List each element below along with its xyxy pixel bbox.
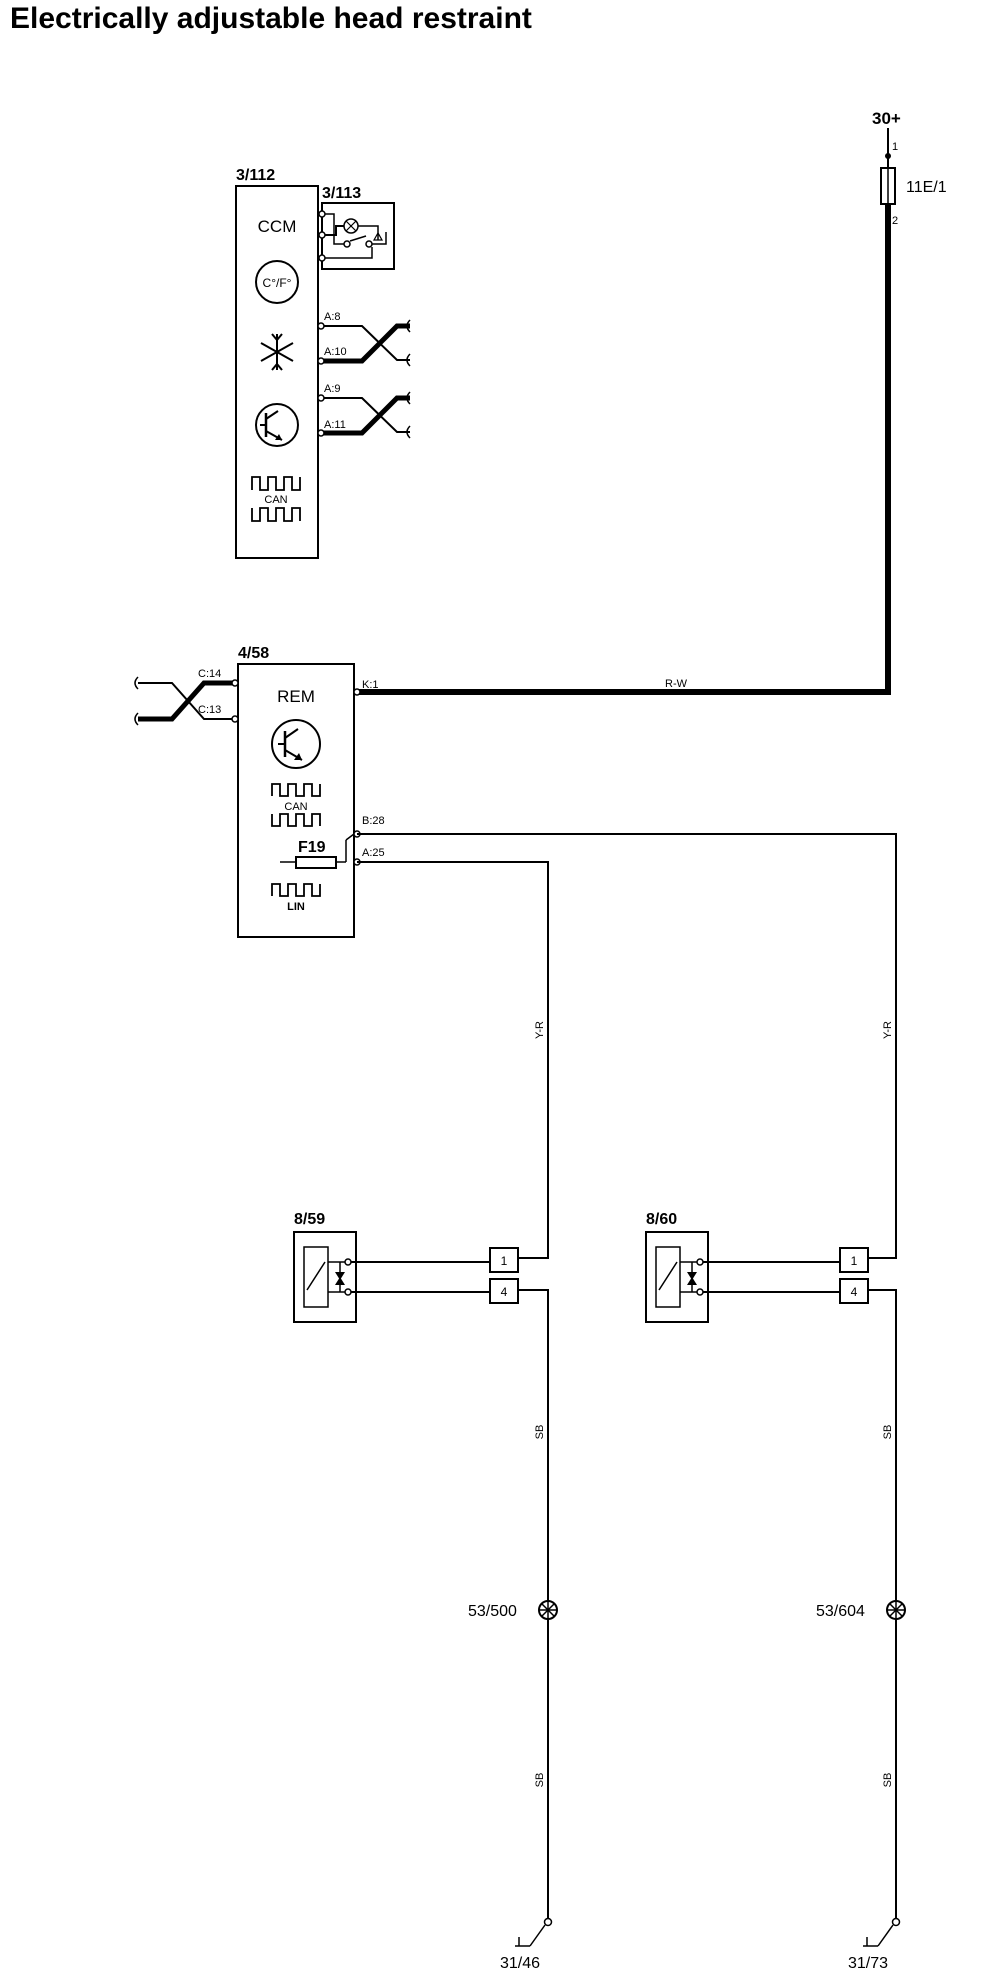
connector-left-pin4-label: 4 [501,1285,508,1299]
wire-label-sb-right-2: SB [882,1773,894,1788]
rem-name: REM [277,687,315,706]
wire-ground-right [868,1289,897,1918]
ground-left: 31/46 [500,1917,553,1972]
fuse-11e1-label: 11E/1 [906,179,947,196]
transistor-icon [255,403,299,447]
rem-can-icon: CAN [271,783,321,827]
wire-label-yr-right: Y-R [882,1021,894,1039]
ccm-pins: A:8 A:10 A:9 A:11 [317,311,411,439]
unit-3113: 3/113 [318,185,395,270]
switch-arrow-icon [372,231,384,241]
ccm-pin-a8: A:8 [324,311,341,323]
fuse-f19 [295,856,337,869]
ccm-name: CCM [258,217,297,236]
diode-icon [687,1272,697,1280]
rem-pin-c14: C:14 [198,668,221,680]
splice-left: 53/500 [468,1600,558,1620]
fuse-pin-out: 2 [892,215,898,227]
connector-right-pin1-label: 1 [851,1254,858,1268]
rem-can-label: CAN [284,801,307,813]
ccm-id: 3/112 [236,167,275,184]
rem-pin-a25: A:25 [362,847,385,859]
connector-left-pin1-label: 1 [501,1254,508,1268]
rem-id: 4/58 [238,645,269,662]
wire-label-sb-left-2: SB [534,1773,546,1788]
wire-label-rw: R-W [665,678,688,690]
wire-ground-left [518,1289,549,1918]
rem-pin-c13: C:13 [198,704,221,716]
ccm-box [235,185,319,559]
can-bus-icon: CAN [251,476,301,522]
rem-fuse-label: F19 [298,839,326,856]
rem-pin-b28: B:28 [362,815,385,827]
actuator-right-id: 8/60 [646,1211,677,1228]
rem-transistor-icon [271,719,321,769]
ground-left-label: 31/46 [500,1955,540,1972]
ccm-module: 3/112 CCM C°/F° CAN [235,167,319,559]
connector-right-pin4-label: 4 [851,1285,858,1299]
splice-right: 53/604 [816,1600,906,1620]
splice-right-label: 53/604 [816,1603,865,1620]
wire-label-sb-left-1: SB [534,1425,546,1440]
ccm-pin-a10: A:10 [324,346,347,358]
connector-right-pin1 [839,1247,869,1273]
rem-pin-k1-dot [353,688,361,696]
wire-label-sb-right-1: SB [882,1425,894,1440]
motor-icon [655,1246,681,1308]
wire-signal-right [357,833,897,1259]
actuator-8-60: 8/60 1 4 [645,1211,869,1323]
wire-label-yr-left: Y-R [534,1021,546,1039]
rem-module: 4/58 REM CAN F19 LIN [237,645,355,938]
connector-left-pin1 [489,1247,519,1273]
ground-right-label: 31/73 [848,1955,888,1972]
fuse-pin-in: 1 [892,141,898,153]
ccm-can-label: CAN [264,494,287,506]
actuator-left-id: 8/59 [294,1211,325,1228]
snowflake-icon [260,333,294,371]
rem-lin-icon: LIN [271,883,321,913]
unit-3113-id: 3/113 [322,185,361,202]
power-supply: 30+ 1 11E/1 2 [872,109,947,227]
temperature-icon [255,260,299,304]
supply-pin-dot [885,153,891,159]
rem-can-pair: C:14 C:13 [134,668,239,726]
ground-right: 31/73 [848,1917,901,1972]
diode-icon [335,1272,345,1280]
wire-signal-left [357,861,549,1259]
actuator-8-59: 8/59 1 4 [293,1211,519,1323]
supply-label: 30+ [872,109,901,128]
rem-lin-label: LIN [287,901,305,913]
wire-supply-rw [354,204,891,695]
rem-pin-k1: K:1 [362,679,379,691]
temperature-icon-text: C°/F° [263,276,292,290]
motor-icon [303,1246,329,1308]
ccm-pin-a9: A:9 [324,383,341,395]
diagram-title: Electrically adjustable head restraint [10,2,532,35]
ccm-pin-a11: A:11 [324,419,346,431]
splice-left-label: 53/500 [468,1603,517,1620]
